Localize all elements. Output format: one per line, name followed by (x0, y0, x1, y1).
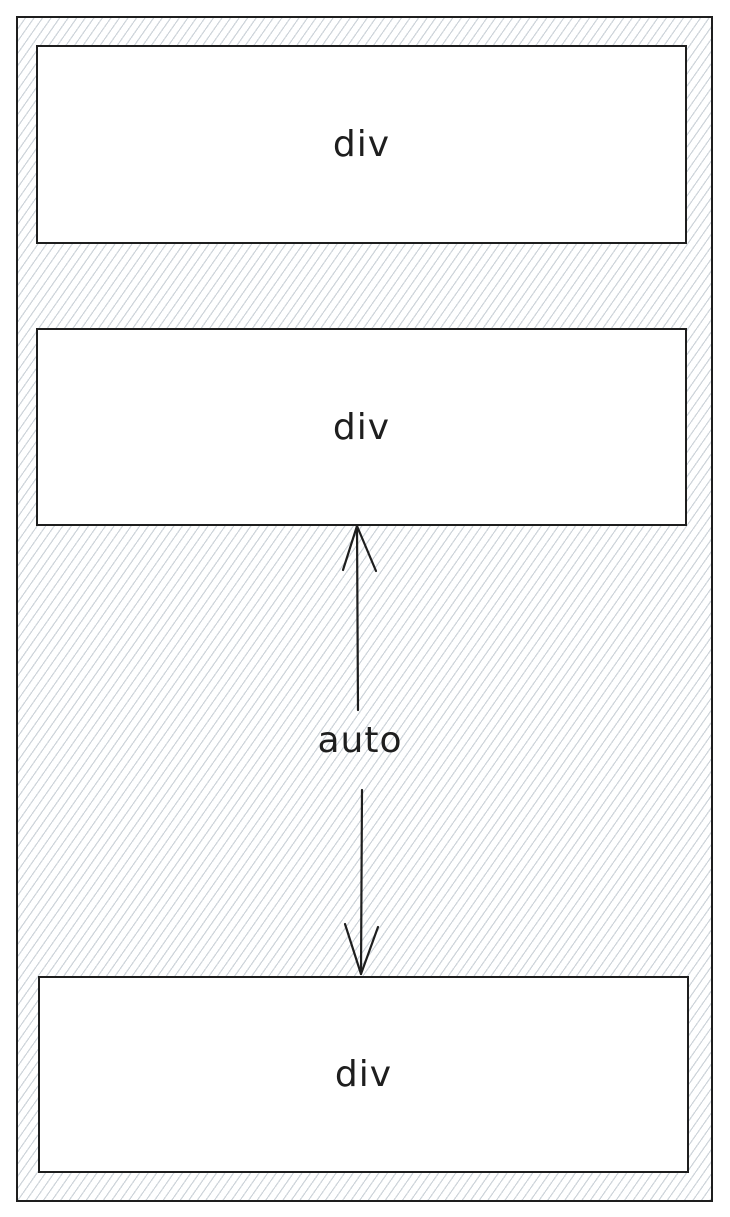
div-box-1-label: div (332, 124, 391, 165)
up-arrow-head-icon (341, 524, 378, 573)
up-arrow-shaft (355, 524, 360, 712)
down-arrow-head-icon (343, 922, 380, 976)
auto-gap-label: auto (317, 720, 403, 761)
div-box-1: div (36, 45, 687, 244)
div-box-2-label: div (332, 406, 391, 448)
div-box-3-label: div (334, 1054, 393, 1095)
div-box-2: div (36, 328, 687, 526)
down-arrow-shaft (359, 788, 364, 976)
div-box-3: div (38, 976, 689, 1173)
